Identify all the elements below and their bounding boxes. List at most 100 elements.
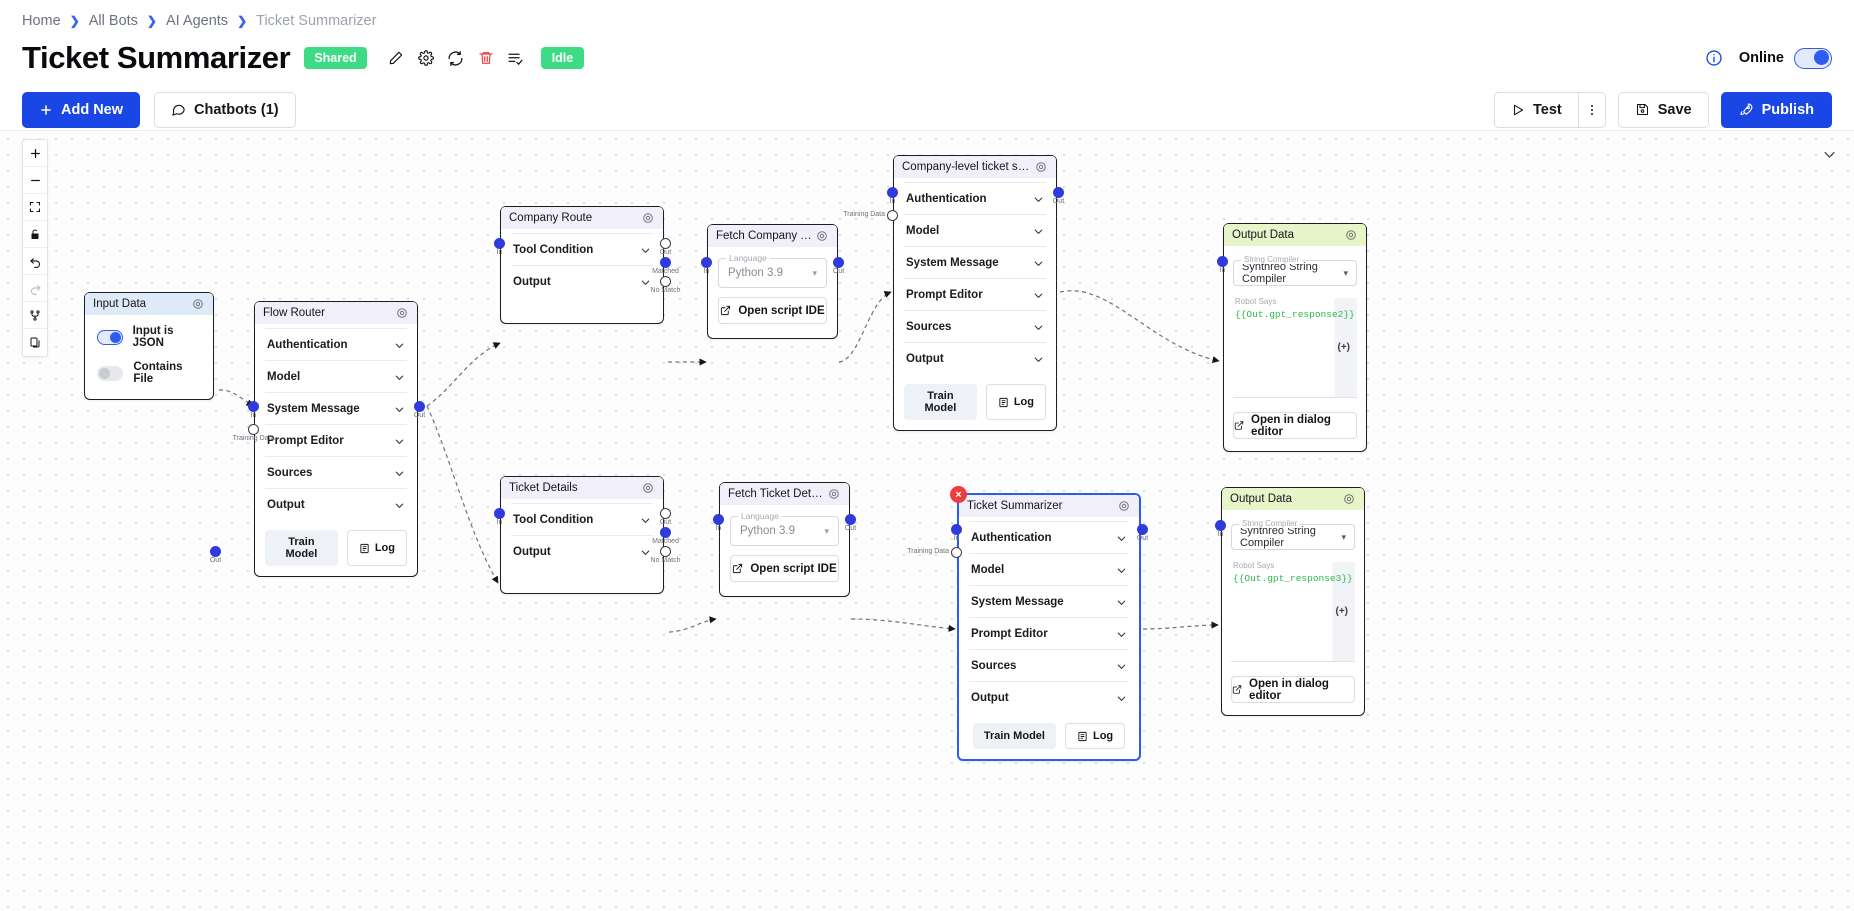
gear-icon[interactable] [396,307,409,320]
open-dialog-editor-button[interactable]: Open in dialog editor [1231,676,1355,703]
branch-icon[interactable] [23,302,47,329]
flow-canvas[interactable]: Input Data Input is JSON Contains File O… [0,130,1854,911]
gear-icon[interactable] [192,298,205,311]
gear-icon[interactable] [411,43,441,73]
robot-says-editor[interactable]: Robot Says {{Out.gpt_response2}} (+) [1233,297,1357,398]
port-in-company-route[interactable]: In [494,238,505,256]
port-training-data-company-level-summary[interactable]: Training Data [843,210,898,221]
port-in-company-level-summary[interactable]: In [887,187,898,205]
section-output[interactable]: Output [511,265,653,297]
gear-icon[interactable] [1035,161,1048,174]
node-company-route[interactable]: Company Route Tool Condition Output [500,206,664,324]
port-matched-ticket-details[interactable]: Matched [652,527,679,545]
port-no-match-company-route[interactable]: No Match [651,276,680,294]
port-in-output-data-bottom[interactable]: In [1215,520,1226,538]
section-model[interactable]: Model [265,360,407,392]
port-training-data-ticket-summarizer[interactable]: Training Data [907,547,962,558]
port-out-ticket-summarizer[interactable]: Out [1137,524,1148,542]
port-out-ticket-details[interactable]: Out [660,508,671,526]
node-fetch-ticket-details[interactable]: Fetch Ticket Details Language Python 3.9… [719,482,850,597]
node-input-data[interactable]: Input Data Input is JSON Contains File O… [84,292,221,564]
zoom-in-icon[interactable] [23,140,47,167]
undo-icon[interactable] [23,248,47,275]
section-prompt-editor[interactable]: Prompt Editor [265,424,407,456]
refresh-icon[interactable] [441,43,471,73]
gear-icon[interactable] [642,212,655,225]
open-script-ide-button[interactable]: Open script IDE [718,297,827,324]
add-variable-button[interactable]: (+) [1337,341,1351,353]
port-out-fetch-company-tickets[interactable]: Out [833,257,844,275]
node-output-data-bottom[interactable]: Output Data String Compiler Synthreo Str… [1221,487,1365,716]
train-model-button[interactable]: Train Model [904,384,977,420]
section-authentication[interactable]: Authentication [904,182,1046,214]
redo-icon[interactable] [23,275,47,302]
train-model-button[interactable]: Train Model [972,723,1056,749]
test-more-icon[interactable] [1577,91,1606,128]
toggle-input-is-json[interactable]: Input is JSON [95,319,203,355]
port-training-data-flow-router[interactable]: Training Data [233,424,274,442]
port-in-ticket-summarizer[interactable]: In [951,524,962,542]
section-sources[interactable]: Sources [265,456,407,488]
port-in-fetch-ticket-details[interactable]: In [713,514,724,532]
toggle-contains-file[interactable]: Contains File [95,355,203,391]
gear-icon[interactable] [1118,500,1131,513]
section-system-message[interactable]: System Message [265,392,407,424]
section-model[interactable]: Model [904,214,1046,246]
language-select[interactable]: Language Python 3.9 ▾ [718,253,827,288]
port-out-company-level-summary[interactable]: Out [1053,187,1064,205]
info-icon[interactable] [1699,43,1729,73]
port-out-company-route[interactable]: Out [660,238,671,256]
port-out-input-data[interactable]: Out [210,546,221,564]
copy-icon[interactable] [23,329,47,356]
chevron-down-icon[interactable] [1818,143,1840,165]
publish-button[interactable]: Publish [1720,91,1832,128]
close-icon[interactable]: × [950,486,967,503]
chatbots-button[interactable]: Chatbots (1) [154,91,296,128]
port-in-flow-router[interactable]: In [248,401,259,419]
section-output[interactable]: Output [511,535,653,567]
gear-icon[interactable] [642,482,655,495]
section-authentication[interactable]: Authentication [265,328,407,360]
add-new-button[interactable]: Add New [22,91,141,128]
section-prompt-editor[interactable]: Prompt Editor [969,617,1129,649]
open-script-ide-button[interactable]: Open script IDE [730,555,839,582]
fit-screen-icon[interactable] [23,194,47,221]
log-button[interactable]: Log [346,530,407,566]
port-no-match-ticket-details[interactable]: No Match [651,546,680,564]
node-ticket-details[interactable]: Ticket Details Tool Condition Output [500,476,664,594]
port-in-fetch-company-tickets[interactable]: In [701,257,712,275]
breadcrumb-item-ai-agents[interactable]: AI Agents [165,13,229,29]
port-matched-company-route[interactable]: Matched [652,257,679,275]
log-button[interactable]: Log [985,384,1046,420]
test-button[interactable]: Test [1494,91,1578,128]
lock-icon[interactable] [23,221,47,248]
gear-icon[interactable] [816,230,829,243]
section-tool-condition[interactable]: Tool Condition [511,233,653,265]
string-compiler-select[interactable]: String Compiler Synthreo String Compiler… [1231,519,1355,550]
node-company-level-summary[interactable]: Company-level ticket sum... Authenticati… [893,155,1057,431]
breadcrumb-item-home[interactable]: Home [22,13,61,29]
port-in-output-data-top[interactable]: In [1217,256,1228,274]
section-output[interactable]: Output [904,342,1046,374]
section-model[interactable]: Model [969,553,1129,585]
trash-icon[interactable] [471,43,501,73]
section-system-message[interactable]: System Message [969,585,1129,617]
online-toggle[interactable] [1794,47,1832,69]
section-output[interactable]: Output [969,681,1129,713]
node-fetch-company-tickets[interactable]: Fetch Company Tickets Language Python 3.… [707,224,838,339]
port-in-ticket-details[interactable]: In [494,508,505,526]
node-ticket-summarizer[interactable]: × Ticket Summarizer Authentication Model… [950,486,1141,761]
edit-icon[interactable] [381,43,411,73]
node-flow-router[interactable]: Flow Router Authentication Model System … [254,301,418,577]
log-button[interactable]: Log [1064,723,1126,749]
section-authentication[interactable]: Authentication [969,521,1129,553]
language-select[interactable]: Language Python 3.9 ▾ [730,511,839,546]
section-sources[interactable]: Sources [969,649,1129,681]
train-model-button[interactable]: Train Model [265,530,338,566]
section-sources[interactable]: Sources [904,310,1046,342]
gear-icon[interactable] [1345,229,1358,242]
gear-icon[interactable] [828,488,841,501]
section-tool-condition[interactable]: Tool Condition [511,503,653,535]
tasks-icon[interactable] [501,43,531,73]
gear-icon[interactable] [1343,493,1356,506]
